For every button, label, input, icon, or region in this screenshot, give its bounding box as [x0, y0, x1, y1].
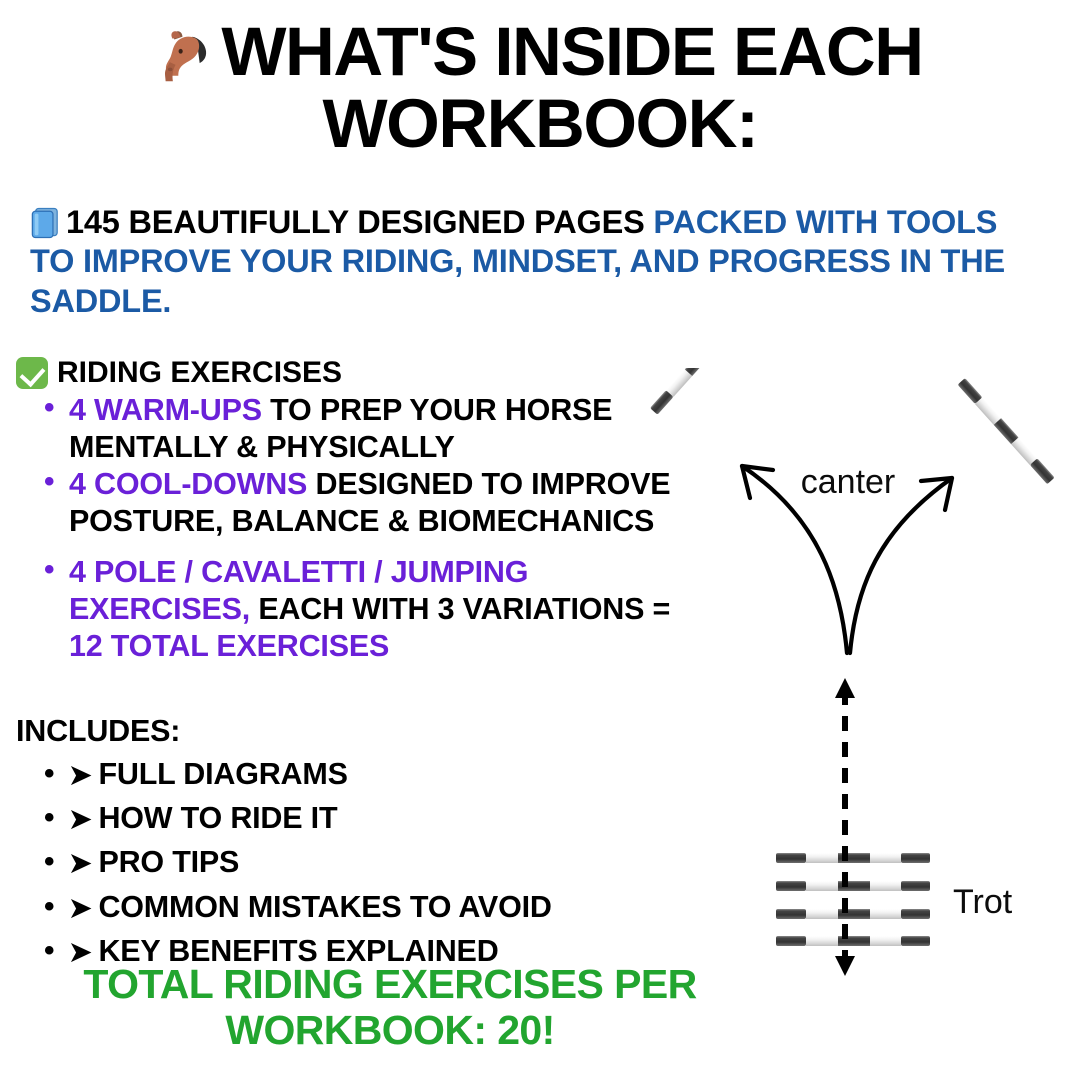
- arrow-right-icon: ➤: [69, 848, 92, 879]
- item-rest: TO PREP YOUR HORSE MENTALLY & PHYSICALLY: [69, 393, 613, 465]
- canter-diagram: canter: [620, 310, 1080, 698]
- includes-item-label: PRO TIPS: [98, 845, 240, 880]
- trot-pole-3: [776, 909, 930, 919]
- list-item: ➤FULL DIAGRAMS: [36, 752, 696, 796]
- includes-item-label: HOW TO RIDE IT: [98, 801, 338, 836]
- canter-label: canter: [801, 463, 896, 501]
- list-item: ➤COMMON MISTAKES TO AVOID: [36, 885, 696, 929]
- trot-pole-4: [776, 936, 930, 946]
- list-item: ➤KEY BENEFITS EXPLAINED: [36, 929, 696, 973]
- page-title: WHAT'S INSIDE EACH WORKBOOK:: [0, 17, 1080, 163]
- trot-label: Trot: [953, 883, 1013, 921]
- item-rest: EACH WITH 3 VARIATIONS =: [250, 592, 671, 627]
- item-rest: DESIGNED TO IMPROVE POSTURE, BALANCE & B…: [69, 467, 671, 539]
- green-check-icon: [16, 357, 48, 389]
- canter-arrow-left-head: [739, 463, 776, 501]
- title-line-2: WORKBOOK:: [322, 85, 759, 163]
- list-item: 4 WARM-UPS TO PREP YOUR HORSE MENTALLY &…: [36, 390, 686, 466]
- intro-paragraph: 145 BEAUTIFULLY DESIGNED PAGES PACKED WI…: [30, 203, 1020, 321]
- list-item: 4 POLE / CAVALETTI / JUMPING EXERCISES, …: [36, 552, 686, 665]
- includes-heading: INCLUDES:: [16, 714, 181, 748]
- trot-arrow-head-bottom: [835, 956, 855, 976]
- list-item: ➤HOW TO RIDE IT: [36, 796, 696, 840]
- title-line-1: WHAT'S INSIDE EACH: [221, 13, 924, 90]
- intro-black-text: 145 BEAUTIFULLY DESIGNED PAGES: [66, 204, 654, 240]
- riding-exercises-heading: RIDING EXERCISES: [16, 356, 342, 390]
- includes-item-label: KEY BENEFITS EXPLAINED: [98, 933, 499, 968]
- canter-arrow-right-curve: [847, 475, 955, 656]
- riding-exercises-label: RIDING EXERCISES: [57, 356, 343, 389]
- trot-pole-1: [776, 853, 930, 863]
- item-tail-highlight: 12 TOTAL EXERCISES: [69, 629, 390, 664]
- canter-pole-right: [958, 378, 1054, 484]
- item-highlight: 4 COOL-DOWNS: [69, 467, 308, 502]
- footer-total: TOTAL RIDING EXERCISES PER WORKBOOK: 20!: [0, 961, 780, 1054]
- closed-book-icon: [30, 207, 60, 239]
- arrow-right-icon: ➤: [69, 936, 92, 967]
- arrow-right-icon: ➤: [69, 760, 92, 790]
- canter-arrow-left-curve: [739, 463, 850, 656]
- arrow-right-icon: ➤: [69, 892, 92, 923]
- horse-face-icon: [157, 25, 217, 83]
- item-highlight: 4 WARM-UPS: [69, 393, 262, 427]
- canter-arrow-right-head: [918, 475, 955, 513]
- intro-blue-text: PACKED WITH TOOLS TO IMPROVE YOUR RIDING…: [30, 204, 1005, 319]
- footer-line-2: WORKBOOK: 20!: [225, 1006, 555, 1053]
- canter-pole-left: [650, 310, 745, 414]
- includes-list: ➤FULL DIAGRAMS ➤HOW TO RIDE IT ➤PRO TIPS…: [36, 752, 696, 973]
- riding-exercises-list: 4 WARM-UPS TO PREP YOUR HORSE MENTALLY &…: [36, 390, 686, 665]
- arrow-right-icon: ➤: [69, 804, 92, 835]
- list-item: 4 COOL-DOWNS DESIGNED TO IMPROVE POSTURE…: [36, 464, 686, 540]
- includes-item-label: COMMON MISTAKES TO AVOID: [98, 889, 552, 924]
- footer-line-1: TOTAL RIDING EXERCISES PER: [83, 961, 697, 1007]
- trot-arrow-head-top: [835, 678, 855, 698]
- trot-pole-2: [776, 881, 930, 891]
- trot-diagram: Trot: [740, 668, 1080, 1008]
- item-highlight: 4 POLE / CAVALETTI / JUMPING EXERCISES,: [69, 555, 529, 627]
- list-item: ➤PRO TIPS: [36, 840, 696, 884]
- includes-item-label: FULL DIAGRAMS: [98, 757, 348, 791]
